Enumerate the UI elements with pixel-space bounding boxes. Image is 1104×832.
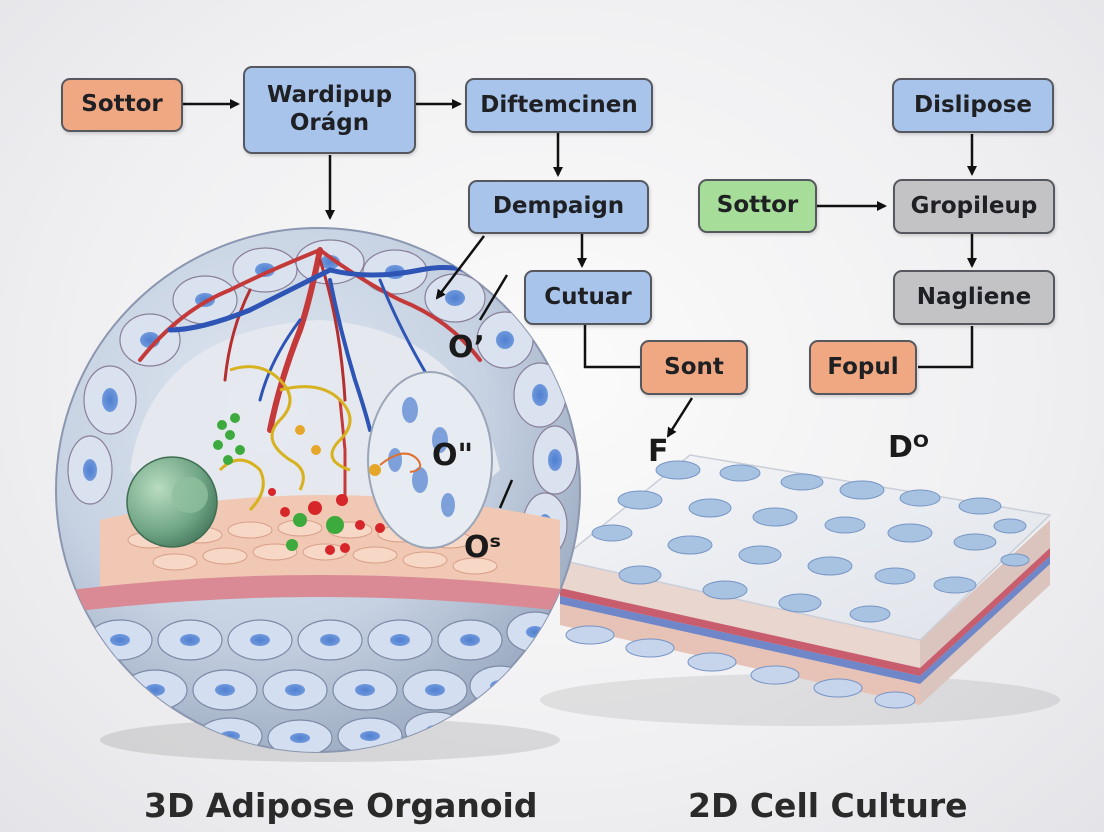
caption-3d-organoid: 3D Adipose Organoid [144,786,538,825]
node-dempaign: Dempaign [468,180,649,234]
node-dempaign-label: Dempaign [492,193,625,220]
node-dislipose-label: Dislipose [914,91,1032,118]
label-f: F [648,434,669,469]
node-gropileup-label: Gropileup [910,192,1038,219]
flow-connectors [183,99,977,509]
node-diftemcinen: Diftemcinen [465,78,653,133]
node-sont: Sont [640,340,748,395]
node-gropileup: Gropileup [893,179,1055,234]
node-wardipup-line1: Wardipup [266,82,393,109]
node-dislipose: Dislipose [892,78,1054,133]
node-wardipup-organ: Wardipup Orágn [243,66,416,154]
node-sottor-right-label: Sottor [716,192,799,219]
node-sont-label: Sont [664,353,724,380]
adipose-organoid-sphere [55,227,581,762]
node-sottor-left-label: Sottor [81,91,163,118]
node-sottor-left: Sottor [61,78,183,132]
label-d-o: Dᴼ [888,430,929,465]
node-fopul-label: Fopul [827,353,899,380]
node-fopul: Fopul [809,340,917,395]
node-cutuar: Cutuar [524,270,652,325]
node-nagliene: Nagliene [893,270,1055,325]
node-diftemcinen-label: Diftemcinen [480,91,638,118]
cell-culture-slab [540,454,1060,726]
node-cutuar-label: Cutuar [544,283,632,310]
label-o-s: Oˢ [464,530,501,565]
label-o-prime: O’ [448,330,485,365]
label-o-double: O" [432,438,474,473]
node-sottor-right: Sottor [698,179,817,233]
node-wardipup-line2: Orágn [289,110,370,136]
node-nagliene-label: Nagliene [916,283,1032,310]
caption-2d-culture: 2D Cell Culture [688,786,968,825]
